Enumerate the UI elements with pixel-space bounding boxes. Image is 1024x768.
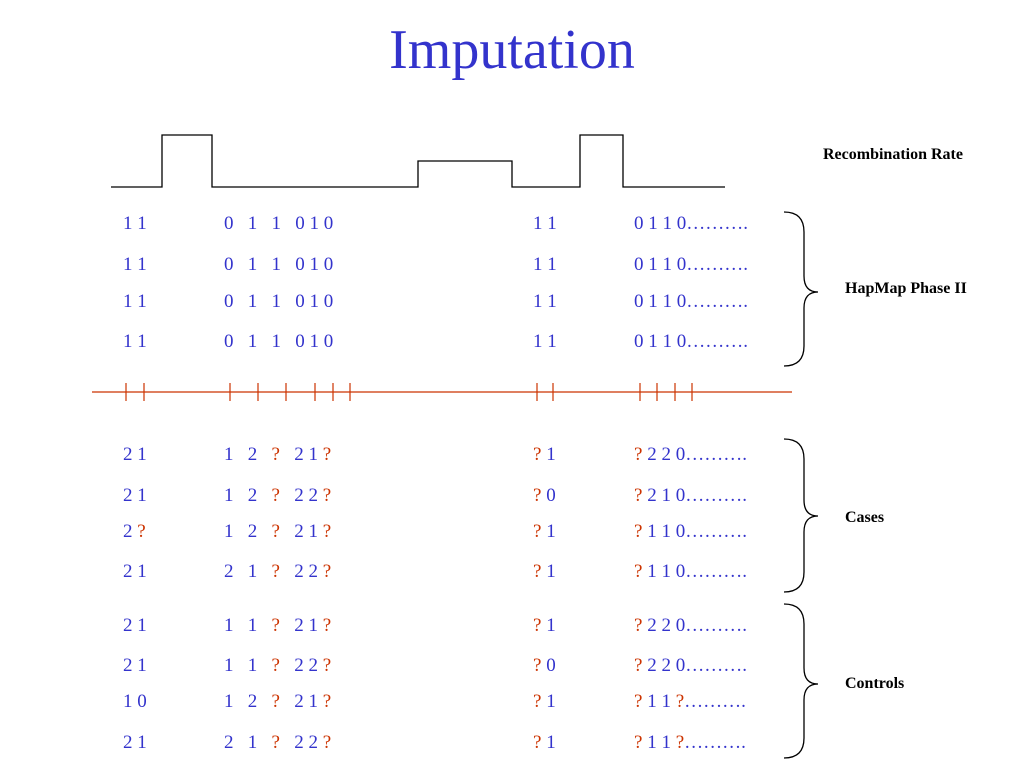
cases-row-3-col-4: ? 1 1 0………. — [634, 521, 747, 542]
hapmap-row-1-col-3: 1 1 — [533, 213, 557, 234]
cases-row-1-col-2: 1 2 ? 2 1 ? — [224, 444, 332, 465]
cases-row-2-col-2: 1 2 ? 2 2 ? — [224, 485, 332, 506]
controls-row-3-col-4: ? 1 1 ?………. — [634, 691, 746, 712]
controls-row-3-col-1: 1 0 — [123, 691, 147, 712]
hapmap-brace — [783, 211, 819, 367]
controls-row-3-col-2: 1 2 ? 2 1 ? — [224, 691, 332, 712]
hapmap-row-3-col-3: 1 1 — [533, 291, 557, 312]
controls-brace — [783, 603, 819, 759]
cases-row-1-col-1: 2 1 — [123, 444, 147, 465]
hapmap-row-4-col-3: 1 1 — [533, 331, 557, 352]
controls-row-1-col-3: ? 1 — [533, 615, 556, 636]
hapmap-row-2-col-1: 1 1 — [123, 254, 147, 275]
hapmap-row-3-col-1: 1 1 — [123, 291, 147, 312]
hapmap-row-4-col-1: 1 1 — [123, 331, 147, 352]
cases-row-3-col-1: 2 ? — [123, 521, 146, 542]
hapmap-row-4-col-4: 0 1 1 0………. — [634, 331, 748, 352]
cases-label: Cases — [845, 509, 885, 526]
cases-row-4-col-1: 2 1 — [123, 561, 147, 582]
cases-row-4-col-2: 2 1 ? 2 2 ? — [224, 561, 332, 582]
cases-row-2-col-3: ? 0 — [533, 485, 556, 506]
controls-row-4-col-1: 2 1 — [123, 732, 147, 753]
recombination-rate-label: Recombination Rate — [823, 146, 963, 163]
hapmap-label: HapMap Phase II — [845, 280, 967, 297]
snp-ticks — [125, 383, 693, 401]
slide-title: Imputation — [389, 19, 635, 81]
controls-row-4-col-3: ? 1 — [533, 732, 556, 753]
cases-row-1-col-3: ? 1 — [533, 444, 556, 465]
cases-row-4-col-4: ? 1 1 0………. — [634, 561, 747, 582]
cases-row-2-col-4: ? 2 1 0………. — [634, 485, 747, 506]
hapmap-row-1-col-1: 1 1 — [123, 213, 147, 234]
controls-row-2-col-2: 1 1 ? 2 2 ? — [224, 655, 332, 676]
cases-row-3-col-3: ? 1 — [533, 521, 556, 542]
hapmap-row-2-col-2: 0 1 1 0 1 0 — [224, 254, 334, 275]
hapmap-row-2-col-3: 1 1 — [533, 254, 557, 275]
recombination-rate-profile — [111, 134, 725, 188]
hapmap-row-1-col-2: 0 1 1 0 1 0 — [224, 213, 334, 234]
controls-row-4-col-2: 2 1 ? 2 2 ? — [224, 732, 332, 753]
controls-row-1-col-4: ? 2 2 0………. — [634, 615, 747, 636]
cases-row-2-col-1: 2 1 — [123, 485, 147, 506]
controls-row-2-col-4: ? 2 2 0………. — [634, 655, 747, 676]
controls-row-1-col-1: 2 1 — [123, 615, 147, 636]
controls-row-4-col-4: ? 1 1 ?………. — [634, 732, 746, 753]
cases-row-3-col-2: 1 2 ? 2 1 ? — [224, 521, 332, 542]
hapmap-row-1-col-4: 0 1 1 0………. — [634, 213, 748, 234]
hapmap-row-4-col-2: 0 1 1 0 1 0 — [224, 331, 334, 352]
hapmap-row-2-col-4: 0 1 1 0………. — [634, 254, 748, 275]
cases-row-1-col-4: ? 2 2 0………. — [634, 444, 747, 465]
controls-row-1-col-2: 1 1 ? 2 1 ? — [224, 615, 332, 636]
controls-label: Controls — [845, 675, 905, 692]
hapmap-row-3-col-2: 0 1 1 0 1 0 — [224, 291, 334, 312]
hapmap-row-3-col-4: 0 1 1 0………. — [634, 291, 748, 312]
cases-row-4-col-3: ? 1 — [533, 561, 556, 582]
controls-row-2-col-1: 2 1 — [123, 655, 147, 676]
cases-brace — [783, 438, 819, 593]
controls-row-2-col-3: ? 0 — [533, 655, 556, 676]
controls-row-3-col-3: ? 1 — [533, 691, 556, 712]
